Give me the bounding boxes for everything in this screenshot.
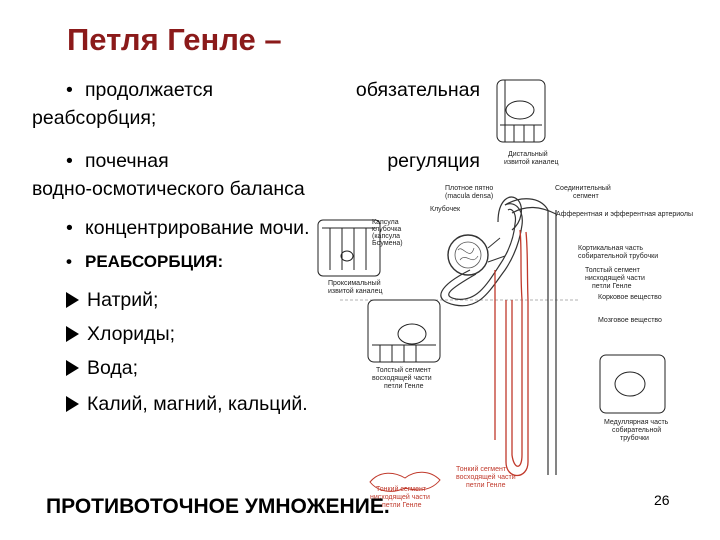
footer-heading: ПРОТИВОТОЧНОЕ УМНОЖЕНИЕ.	[46, 495, 390, 519]
svg-text:трубочки: трубочки	[620, 434, 649, 442]
svg-text:извитой каналец: извитой каналец	[328, 287, 382, 295]
svg-text:Тонкий сегмент: Тонкий сегмент	[456, 465, 507, 473]
svg-text:петли Генле: петли Генле	[384, 383, 424, 390]
svg-text:Корковое вещество: Корковое вещество	[598, 294, 662, 301]
svg-text:Афферентная и эфферентная арте: Афферентная и эфферентная артериолы	[556, 211, 693, 218]
svg-text:Соединительный: Соединительный	[555, 184, 611, 192]
svg-text:Тонкий сегмент: Тонкий сегмент	[376, 485, 427, 493]
distal-cells-illustration	[497, 80, 545, 142]
svg-text:Капсула: Капсула	[372, 219, 399, 226]
proximal-tubule	[441, 204, 522, 306]
page-number: 26	[654, 492, 670, 508]
svg-text:Толстый сегмент: Толстый сегмент	[376, 366, 432, 374]
svg-text:Проксимальный: Проксимальный	[328, 279, 381, 287]
svg-text:петли Генле: петли Генле	[592, 283, 632, 290]
svg-text:сегмент: сегмент	[573, 193, 600, 200]
svg-text:собирательной: собирательной	[612, 426, 661, 434]
svg-text:собирательной трубочки: собирательной трубочки	[578, 252, 658, 260]
svg-text:(капсула: (капсула	[372, 233, 400, 240]
medullary-duct-cells-illustration	[600, 355, 665, 413]
svg-text:Боумена): Боумена)	[372, 240, 403, 247]
svg-text:Кортикальная часть: Кортикальная часть	[578, 245, 643, 252]
svg-text:петли Генле: петли Генле	[466, 482, 506, 489]
proximal-cells-illustration	[318, 220, 380, 276]
svg-text:Клубочек: Клубочек	[430, 205, 461, 213]
svg-text:клубочка: клубочка	[372, 225, 401, 233]
svg-text:извитой каналец: извитой каналец	[504, 158, 558, 166]
thick-ascending-cells-illustration	[368, 300, 440, 362]
svg-text:Дистальный: Дистальный	[508, 150, 548, 158]
svg-text:восходящей части: восходящей части	[372, 374, 432, 382]
svg-text:Медуллярная часть: Медуллярная часть	[604, 419, 669, 426]
loop-of-henle	[495, 230, 528, 476]
svg-text:нисходящей части: нисходящей части	[585, 274, 645, 282]
svg-text:Плотное пятно: Плотное пятно	[445, 185, 493, 192]
svg-text:Толстый сегмент: Толстый сегмент	[585, 266, 641, 274]
svg-text:(macula densa): (macula densa)	[445, 193, 493, 200]
svg-text:Мозговое вещество: Мозговое вещество	[598, 317, 662, 324]
svg-text:восходящей части: восходящей части	[456, 473, 516, 481]
